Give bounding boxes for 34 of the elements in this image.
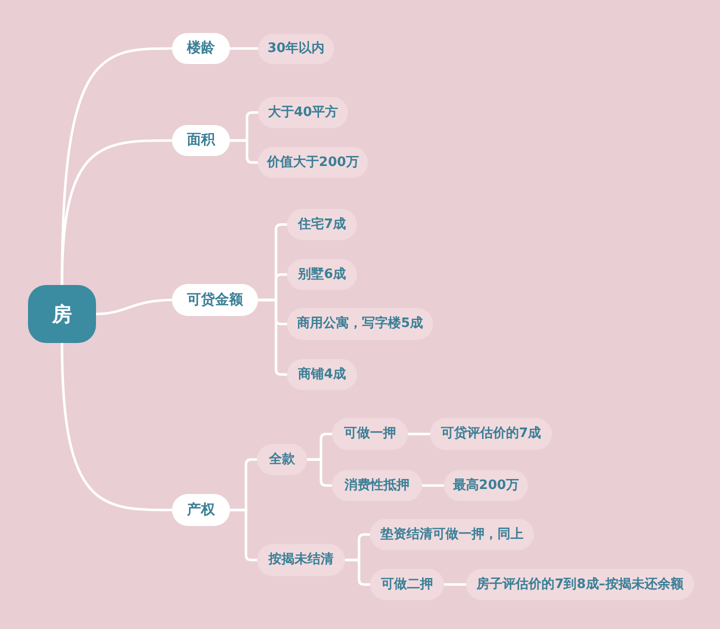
subtopic-pill: 大于40平方 bbox=[258, 97, 348, 128]
connector-line bbox=[258, 298, 287, 376]
connector-line bbox=[96, 298, 172, 316]
subtopic-pill: 可贷评估价的7成 bbox=[430, 418, 552, 450]
subtopic-pill: 别墅6成 bbox=[287, 259, 357, 290]
connector-line bbox=[345, 558, 370, 586]
connector-line bbox=[60, 342, 172, 512]
connector-line bbox=[230, 139, 258, 164]
main-topic: 可贷金额 bbox=[172, 284, 258, 316]
main-topic: 面积 bbox=[172, 125, 230, 156]
subtopic-pill: 价值大于200万 bbox=[258, 147, 368, 178]
connector-line bbox=[444, 583, 466, 586]
subtopic-pill: 商用公寓，写字楼5成 bbox=[287, 308, 433, 340]
connector-line bbox=[230, 508, 257, 562]
subtopic-pill: 全款 bbox=[257, 444, 307, 475]
subtopic-pill: 房子评估价的7到8成–按揭未还余额 bbox=[466, 569, 694, 600]
subtopic-pill: 商铺4成 bbox=[287, 359, 357, 390]
subtopic-pill: 消费性抵押 bbox=[332, 470, 422, 501]
connector-line bbox=[230, 47, 258, 50]
connector-line bbox=[307, 458, 332, 487]
connector-line bbox=[60, 139, 172, 286]
main-topic: 产权 bbox=[172, 494, 230, 526]
subtopic-pill: 30年以内 bbox=[258, 34, 334, 64]
subtopic-pill: 垫资结清可做一押，同上 bbox=[370, 519, 534, 550]
subtopic-pill: 按揭未结清 bbox=[257, 544, 345, 576]
subtopic-pill: 最高200万 bbox=[444, 470, 528, 501]
subtopic-pill: 住宅7成 bbox=[287, 209, 357, 240]
subtopic-pill: 可做一押 bbox=[332, 418, 408, 450]
subtopic-pill: 可做二押 bbox=[370, 569, 444, 600]
root-topic: 房 bbox=[28, 285, 96, 343]
main-topic: 楼龄 bbox=[172, 33, 230, 64]
connector-line bbox=[60, 47, 172, 286]
connector-line bbox=[422, 484, 444, 487]
connector-line bbox=[408, 432, 430, 436]
